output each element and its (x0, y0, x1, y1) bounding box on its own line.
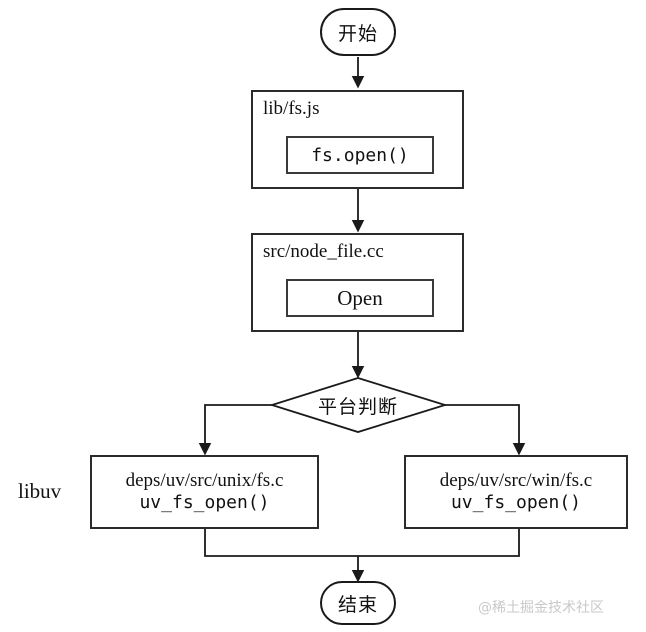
end-node[interactable]: 结束 (320, 581, 396, 625)
process-node-file-label-lib-fs-js: lib/fs.js (263, 98, 320, 119)
edge-win-to-end (358, 529, 520, 557)
side-label-libuv: libuv (18, 479, 62, 503)
inner-box-open[interactable]: Open (286, 279, 434, 317)
start-node-label: 开始 (337, 22, 378, 45)
decision-diamond-shape (268, 377, 449, 433)
leaf-node-path-win: deps/uv/src/win/fs.c (439, 469, 593, 491)
start-node[interactable]: 开始 (320, 8, 396, 56)
process-node-lib-fs-js[interactable]: lib/fs.js fs.open() (251, 90, 464, 189)
edge-unix-to-end (204, 529, 358, 557)
inner-box-label-fs-open: fs.open() (311, 144, 409, 166)
leaf-node-path-unix: deps/uv/src/unix/fs.c (125, 469, 284, 491)
process-node-file-label-src-node-file-cc: src/node_file.cc (263, 241, 384, 262)
watermark-text: @稀土掘金技术社区 (478, 600, 604, 616)
leaf-node-function-win: uv_fs_open() (450, 491, 582, 513)
process-node-src-node-file-cc[interactable]: src/node_file.cc Open (251, 233, 464, 332)
leaf-node-function-unix: uv_fs_open() (139, 491, 270, 513)
leaf-node-unix[interactable]: deps/uv/src/unix/fs.c uv_fs_open() (90, 455, 319, 529)
leaf-node-win[interactable]: deps/uv/src/win/fs.c uv_fs_open() (404, 455, 628, 529)
end-node-label: 结束 (337, 593, 378, 616)
edge-decision-to-unix (198, 404, 274, 456)
edge-decision-to-win (444, 404, 526, 456)
inner-box-label-open: Open (337, 285, 383, 310)
inner-box-fs-open[interactable]: fs.open() (286, 136, 434, 174)
